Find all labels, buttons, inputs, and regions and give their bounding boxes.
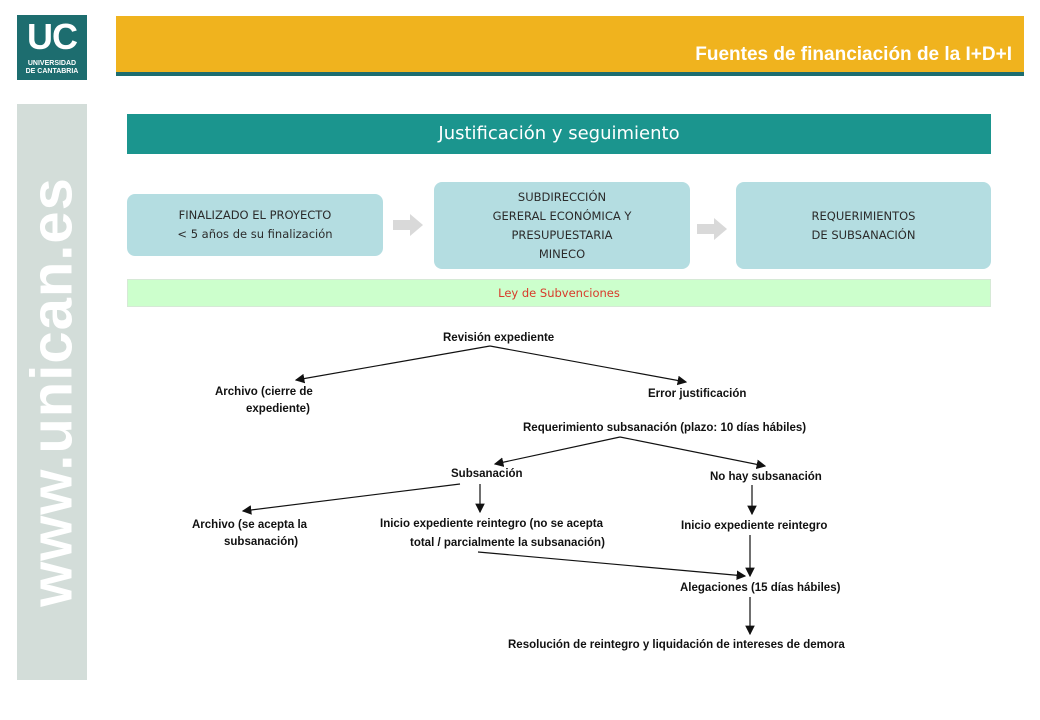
- flow-box-subdireccion-line4: MINECO: [538, 246, 586, 261]
- node-archivo-cierre-line2: expediente): [246, 403, 310, 415]
- node-requerimiento-subsanacion: Requerimiento subsanación (plazo: 10 día…: [523, 422, 807, 434]
- node-resolucion-reintegro: Resolución de reintegro y liquidación de…: [508, 639, 845, 651]
- edge-subsanacion-archivo: [241, 483, 461, 515]
- flow-arrow-right-icon: [697, 218, 727, 240]
- header-underline: [116, 72, 1024, 76]
- node-no-hay-subsanacion: No hay subsanación: [710, 471, 822, 483]
- node-alegaciones: Alegaciones (15 días hábiles): [680, 582, 841, 594]
- flow-box-requerimientos: REQUERIMIENTOS DE SUBSANACIÓN: [736, 182, 991, 269]
- node-inicio-reintegro-parcial-line2: total / parcialmente la subsanación): [410, 537, 605, 549]
- flow-box-finalizado: FINALIZADO EL PROYECTO < 5 años de su fi…: [127, 194, 383, 256]
- flow-box-subdireccion: SUBDIRECCIÓN GERERAL ECONÓMICA Y PRESUPU…: [434, 182, 690, 269]
- flow-box-finalizado-line2: < 5 años de su finalización: [177, 227, 333, 241]
- flow-box-requerimientos-line1: REQUERIMIENTOS: [811, 208, 916, 223]
- logo-text-line1: UNIVERSIDAD: [27, 60, 77, 67]
- edge-inicio-parcial-alegaciones: [477, 551, 747, 581]
- flow-box-subdireccion-line1: SUBDIRECCIÓN: [517, 189, 607, 204]
- flow-box-finalizado-line1: FINALIZADO EL PROYECTO: [178, 208, 332, 222]
- flow-box-subdireccion-line3: PRESUPUESTARIA: [511, 227, 613, 242]
- node-archivo-acepta-line2: subsanación): [224, 536, 299, 548]
- flow-arrow-right-icon: [393, 214, 423, 236]
- header-bar: Fuentes de financiación de la I+D+I: [116, 16, 1024, 72]
- university-logo: UC UNIVERSIDAD DE CANTABRIA: [17, 15, 87, 80]
- edge-revision-error: [489, 345, 688, 386]
- node-subsanacion: Subsanación: [451, 468, 523, 480]
- node-inicio-reintegro: Inicio expediente reintegro: [681, 520, 828, 532]
- page-title: Fuentes de financiación de la I+D+I: [695, 44, 1012, 65]
- node-archivo-acepta-line1: Archivo (se acepta la: [192, 519, 308, 531]
- section-title: Justificación y seguimiento: [127, 114, 991, 154]
- node-archivo-cierre-line1: Archivo (cierre de: [215, 386, 313, 398]
- logo-mark: UC: [27, 16, 78, 57]
- logo-text-line2: DE CANTABRIA: [25, 68, 79, 75]
- law-banner: Ley de Subvenciones: [127, 279, 991, 307]
- edge-revision-archivo: [294, 345, 491, 384]
- sidebar-banner: www.unican.es: [17, 104, 87, 680]
- flow-box-subdireccion-line2: GERERAL ECONÓMICA Y: [492, 208, 632, 223]
- node-revision-expediente: Revisión expediente: [443, 332, 555, 344]
- flow-box-requerimientos-line2: DE SUBSANACIÓN: [811, 227, 916, 242]
- edge-requerimiento-subsanacion: [493, 436, 621, 467]
- node-inicio-reintegro-parcial-line1: Inicio expediente reintegro (no se acept…: [380, 518, 604, 530]
- edge-requerimiento-nohay: [619, 436, 767, 470]
- node-error-justificacion: Error justificación: [648, 388, 747, 400]
